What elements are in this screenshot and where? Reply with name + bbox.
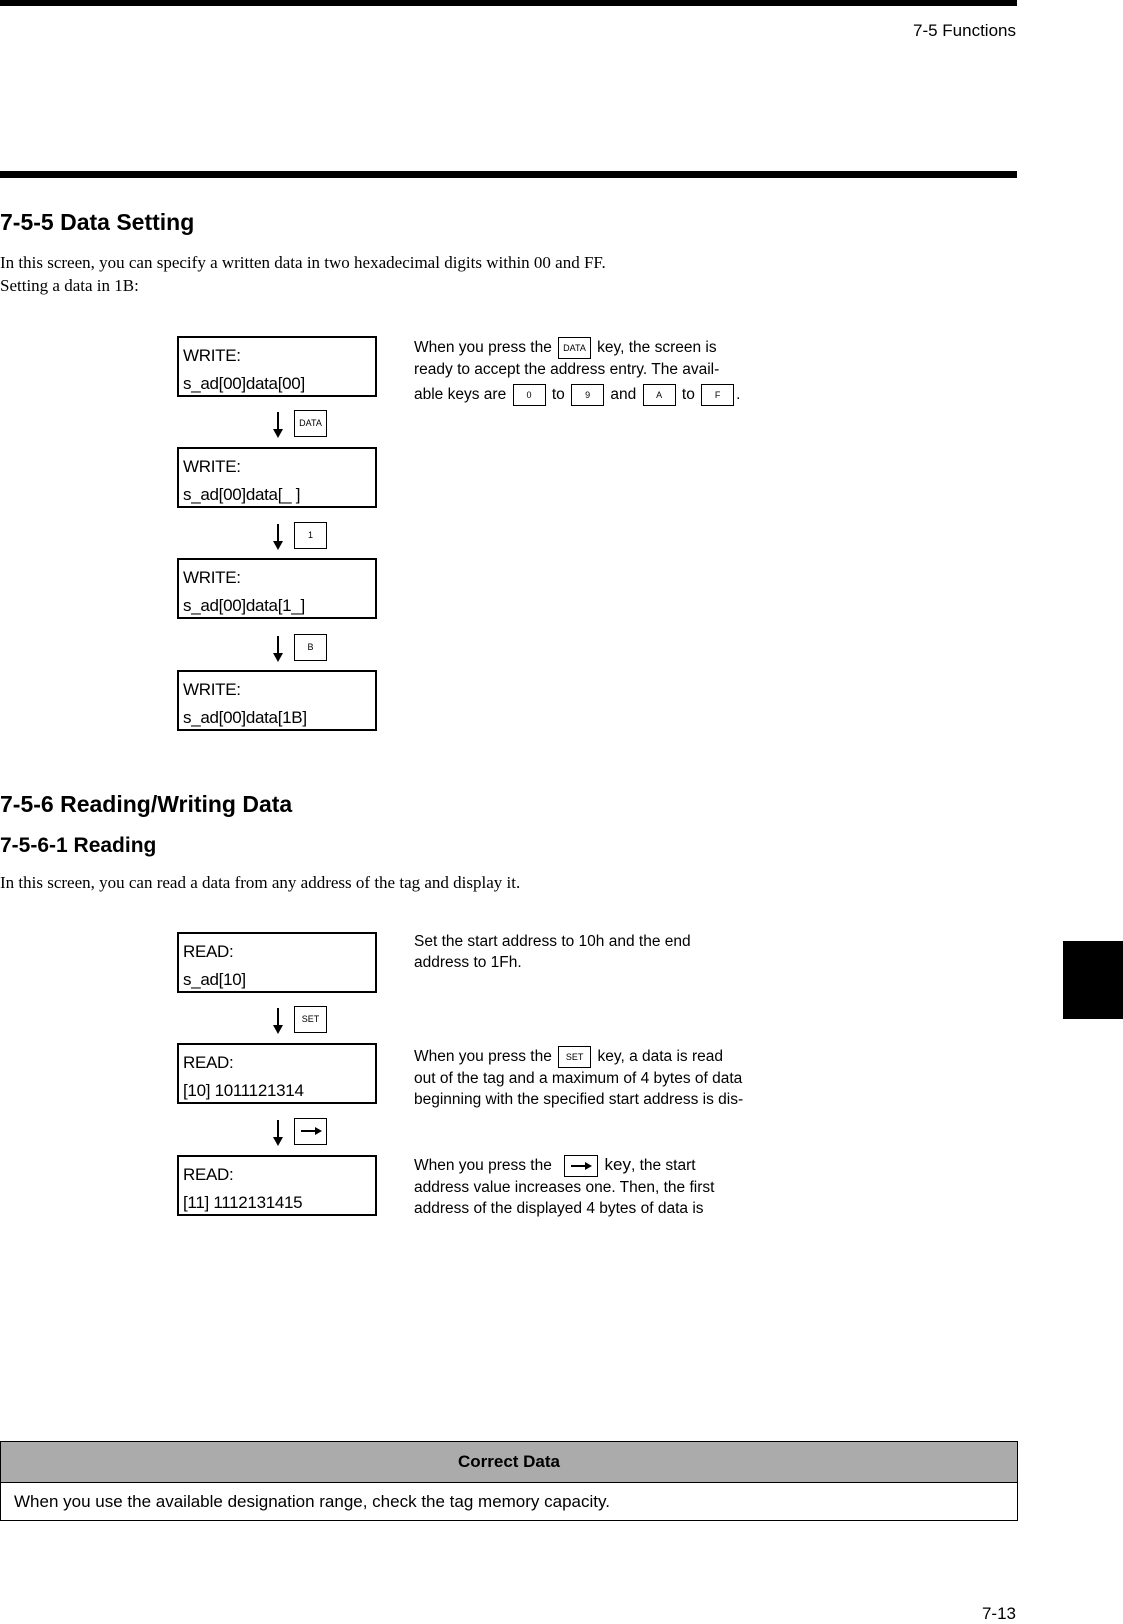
lcd-line2: s_ad[00]data[00] bbox=[183, 374, 305, 393]
section-title-reading-writing: 7-5-6 Reading/Writing Data bbox=[0, 791, 293, 817]
lcd-screen-write-4: WRITE: s_ad[00]data[1B] bbox=[177, 670, 377, 731]
step-press-1: 1 bbox=[270, 522, 330, 554]
key-9-icon: 9 bbox=[571, 384, 605, 406]
note-body: When you use the available designation r… bbox=[14, 1492, 610, 1511]
key-a-icon: A bbox=[642, 384, 676, 406]
step-press-b: B bbox=[270, 634, 330, 666]
key-data-icon: DATA bbox=[294, 410, 327, 437]
lcd-screen-read-3: READ: [11] 1112131415 bbox=[177, 1155, 377, 1216]
reading-intro: In this screen, you can read a data from… bbox=[0, 873, 521, 892]
lcd-line1: WRITE: bbox=[183, 346, 241, 365]
key-data-icon: DATA bbox=[558, 337, 591, 359]
lcd-line1: WRITE: bbox=[183, 680, 241, 699]
arrow-down-icon bbox=[273, 636, 283, 662]
top-rule bbox=[0, 0, 1017, 6]
arrow-down-icon bbox=[273, 524, 283, 550]
read-description-2: When you press the SET key, a data is re… bbox=[414, 1046, 774, 1110]
lcd-screen-read-2: READ: [10] 1011121314 bbox=[177, 1043, 377, 1104]
lcd-line1: READ: bbox=[183, 942, 234, 961]
read-description-3: When you press the key, the start addres… bbox=[414, 1154, 715, 1217]
lcd-line1: WRITE: bbox=[183, 457, 241, 476]
running-head: 7-5 Functions bbox=[913, 21, 1016, 40]
lcd-line2: [10] 1011121314 bbox=[183, 1081, 304, 1100]
lcd-screen-read-1: READ: s_ad[10] bbox=[177, 932, 377, 993]
step-press-set: SET bbox=[270, 1006, 330, 1038]
lcd-line1: READ: bbox=[183, 1053, 234, 1072]
lcd-line2: s_ad[00]data[1B] bbox=[183, 708, 307, 727]
key-b-icon: B bbox=[294, 634, 327, 661]
write-description: When you press the DATA key, the screen … bbox=[414, 337, 774, 406]
right-arrow-key-icon bbox=[564, 1154, 599, 1177]
lcd-line2: [11] 1112131415 bbox=[183, 1193, 303, 1212]
key-1-icon: 1 bbox=[294, 522, 327, 549]
lcd-line2: s_ad[00]data[1_] bbox=[183, 596, 305, 615]
lcd-line1: WRITE: bbox=[183, 568, 241, 587]
key-f-icon: F bbox=[701, 384, 735, 406]
note-box-correct-data: Correct Data When you use the available … bbox=[0, 1441, 1018, 1521]
desc-line2: ready to accept the address entry. The a… bbox=[414, 361, 720, 378]
lcd-line2: s_ad[00]data[_ ] bbox=[183, 485, 301, 504]
subsection-title-reading: 7-5-6-1 Reading bbox=[0, 834, 157, 857]
key-0-icon: 0 bbox=[512, 384, 546, 406]
arrow-down-icon bbox=[273, 1120, 283, 1146]
key-set-icon: SET bbox=[294, 1006, 327, 1033]
lcd-screen-write-3: WRITE: s_ad[00]data[1_] bbox=[177, 558, 377, 619]
arrow-down-icon bbox=[273, 1008, 283, 1034]
read-description-1: Set the start address to 10h and the end… bbox=[414, 933, 691, 971]
lcd-line2: s_ad[10] bbox=[183, 970, 246, 989]
section-intro-line2: Setting a data in 1B: bbox=[0, 276, 139, 295]
arrow-down-icon bbox=[273, 412, 283, 438]
lcd-screen-write-1: WRITE: s_ad[00]data[00] bbox=[177, 336, 377, 397]
desc-line3: able keys are 0 to 9 and A to F. bbox=[414, 384, 774, 406]
desc-line1: When you press the DATA key, the screen … bbox=[414, 337, 774, 359]
note-heading: Correct Data bbox=[1, 1442, 1017, 1483]
section-intro-line1: In this screen, you can specify a writte… bbox=[0, 253, 606, 272]
step-press-data: DATA bbox=[270, 410, 330, 442]
page-number: 7-13 bbox=[981, 1604, 1016, 1623]
lcd-line1: READ: bbox=[183, 1165, 234, 1184]
section-rule bbox=[0, 171, 1017, 178]
lcd-screen-write-2: WRITE: s_ad[00]data[_ ] bbox=[177, 447, 377, 508]
section-title-data-setting: 7-5-5 Data Setting bbox=[0, 209, 195, 235]
step-press-right-arrow bbox=[270, 1118, 330, 1150]
right-arrow-key-icon bbox=[294, 1118, 327, 1145]
chapter-tab-marker bbox=[1063, 941, 1123, 1019]
key-set-icon: SET bbox=[558, 1046, 592, 1068]
